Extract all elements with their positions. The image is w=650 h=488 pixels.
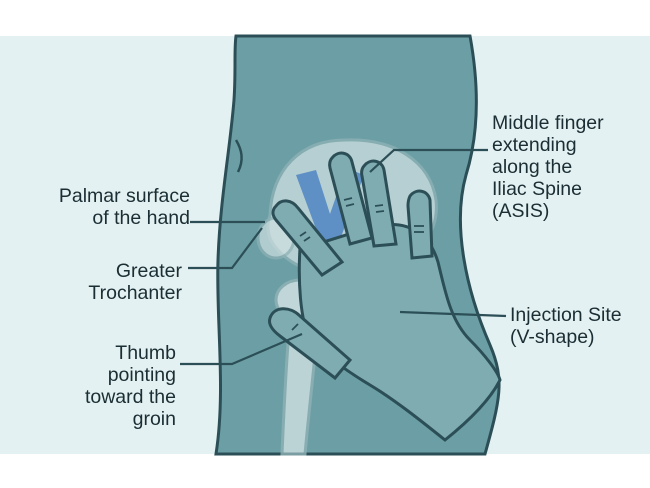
label-injection-site: Injection Site (V-shape) bbox=[510, 304, 646, 348]
label-palmar-line-2: of the hand bbox=[92, 207, 190, 229]
leader-injection bbox=[399, 310, 507, 318]
label-middle-line-3: along the bbox=[492, 156, 573, 178]
leader-lines bbox=[180, 148, 507, 366]
label-middle-line-2: extending bbox=[492, 134, 577, 156]
label-thumb: Thumb pointing toward the groin bbox=[60, 342, 176, 430]
label-trochanter-line-2: Trochanter bbox=[88, 282, 182, 304]
label-palmar-line-1: Palmar surface bbox=[58, 185, 190, 207]
label-thumb-line-3: toward the bbox=[84, 386, 176, 408]
label-thumb-line-1: Thumb bbox=[115, 342, 176, 364]
label-injection-line-2: (V-shape) bbox=[510, 326, 595, 348]
label-middle-line-5: (ASIS) bbox=[492, 200, 550, 222]
skin-fold bbox=[234, 139, 243, 173]
label-thumb-line-4: groin bbox=[132, 408, 176, 430]
label-middle-line-4: Iliac Spine bbox=[492, 178, 582, 200]
label-middle-finger: Middle finger extending along the Iliac … bbox=[492, 112, 642, 222]
label-thumb-line-2: pointing bbox=[107, 364, 176, 386]
label-middle-line-1: Middle finger bbox=[492, 112, 604, 134]
little-finger bbox=[406, 189, 434, 260]
leader-middle-finger bbox=[369, 148, 488, 173]
label-trochanter-line-1: Greater bbox=[115, 260, 182, 282]
label-palmar-surface: Palmar surface of the hand bbox=[30, 185, 190, 229]
label-greater-trochanter: Greater Trochanter bbox=[60, 260, 182, 304]
finger-creases bbox=[291, 197, 424, 331]
leader-thumb bbox=[180, 332, 303, 366]
ring-finger bbox=[360, 159, 398, 248]
label-injection-line-1: Injection Site bbox=[510, 304, 622, 326]
thumb bbox=[268, 307, 353, 381]
leader-trochanter bbox=[188, 227, 263, 270]
